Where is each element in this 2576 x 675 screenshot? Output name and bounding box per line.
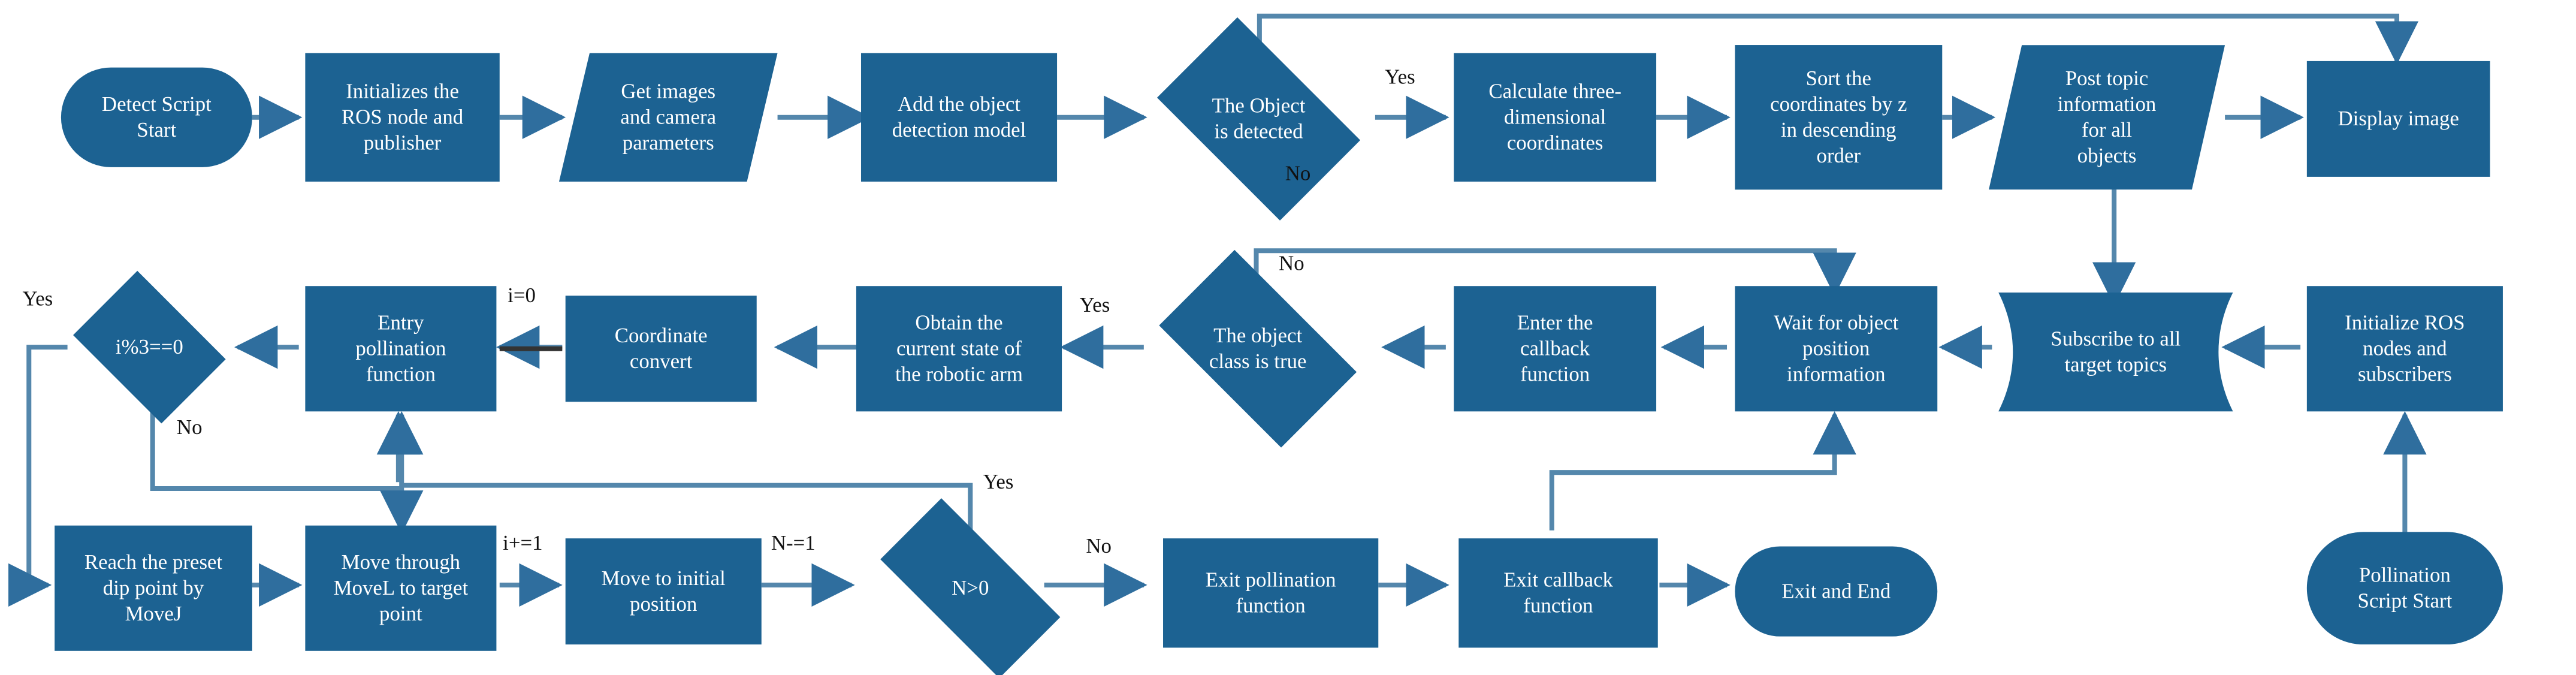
node-label: Calculate three- dimensional coordinates bbox=[1488, 79, 1621, 155]
node-label: Sort the coordinates by z in descending … bbox=[1770, 66, 1907, 167]
node-label: The object class is true bbox=[1209, 323, 1307, 373]
connector-layer bbox=[8, 13, 2427, 607]
node-init-ros-nodes-subscribers[interactable]: Initialize ROS nodes and subscribers bbox=[2306, 286, 2503, 412]
node-move-initial-position[interactable]: Move to initial position bbox=[565, 538, 762, 645]
node-label: Wait for object position information bbox=[1774, 310, 1899, 386]
node-label: Subscribe to all target topics bbox=[2050, 326, 2181, 376]
node-detect-script-start[interactable]: Detect Script Start bbox=[61, 67, 252, 167]
node-label: Add the object detection model bbox=[892, 92, 1026, 141]
node-label: Initialize ROS nodes and subscribers bbox=[2345, 310, 2465, 386]
node-init-ros-node-publisher[interactable]: Initializes the ROS node and publisher bbox=[305, 53, 500, 182]
node-label: Reach the preset dip point by MoveJ bbox=[84, 550, 223, 625]
node-i-mod-3[interactable]: i%3==0 bbox=[61, 270, 238, 424]
node-label: Exit and End bbox=[1781, 578, 1891, 603]
edge-label-class-true-no: No bbox=[1279, 251, 1304, 275]
node-label: The Object is detected bbox=[1212, 93, 1306, 143]
node-label: Display image bbox=[2338, 106, 2459, 131]
node-object-is-detected[interactable]: The Object is detected bbox=[1136, 17, 1381, 221]
edge-label-class-true-yes: Yes bbox=[1079, 292, 1110, 317]
document-shape bbox=[1998, 292, 2233, 412]
node-display-image[interactable]: Display image bbox=[2306, 61, 2490, 177]
node-move-movel-target[interactable]: Move through MoveL to target point bbox=[305, 525, 497, 651]
edge-label-n-minus-equals-one: N-=1 bbox=[771, 530, 816, 555]
node-label: Move to initial position bbox=[601, 566, 726, 616]
node-label: Get images and camera parameters bbox=[620, 79, 717, 155]
edge-label-n-no: No bbox=[1086, 534, 1112, 558]
node-exit-callback-function[interactable]: Exit callback function bbox=[1458, 538, 1658, 648]
node-calculate-3d-coordinates[interactable]: Calculate three- dimensional coordinates bbox=[1454, 53, 1657, 182]
node-label: Detect Script Start bbox=[101, 92, 212, 141]
node-entry-pollination-function[interactable]: Entry pollination function bbox=[305, 286, 497, 412]
node-sort-coordinates-z[interactable]: Sort the coordinates by z in descending … bbox=[1735, 45, 1943, 190]
node-obtain-arm-state[interactable]: Obtain the current state of the robotic … bbox=[856, 286, 1062, 412]
node-label: Entry pollination function bbox=[355, 310, 446, 386]
node-exit-and-end[interactable]: Exit and End bbox=[1735, 546, 1938, 637]
node-enter-callback-function[interactable]: Enter the callback function bbox=[1454, 286, 1657, 412]
edge-label-imod3-no: No bbox=[176, 414, 203, 439]
node-n-greater-zero[interactable]: N>0 bbox=[851, 498, 1089, 675]
node-label: Pollination Script Start bbox=[2357, 562, 2453, 613]
node-label: Initializes the ROS node and publisher bbox=[341, 79, 464, 155]
node-label: Exit pollination function bbox=[1205, 567, 1336, 617]
node-label: Move through MoveL to target point bbox=[333, 550, 469, 625]
node-get-images-camera-params[interactable]: Get images and camera parameters bbox=[558, 53, 778, 182]
edge-label-detected-yes: Yes bbox=[1384, 64, 1415, 89]
edge-label-i-equals-zero: i=0 bbox=[508, 282, 536, 308]
node-exit-pollination-function[interactable]: Exit pollination function bbox=[1163, 538, 1379, 648]
node-reach-preset-dip-point[interactable]: Reach the preset dip point by MoveJ bbox=[55, 525, 252, 651]
node-coordinate-convert[interactable]: Coordinate convert bbox=[565, 296, 757, 402]
edge-label-i-plus-equals-one: i+=1 bbox=[503, 530, 543, 555]
node-label: Enter the callback function bbox=[1517, 310, 1593, 386]
edge-label-imod3-yes: Yes bbox=[22, 286, 53, 311]
node-post-topic-info[interactable]: Post topic information for all objects bbox=[1989, 45, 2225, 190]
flowchart-canvas: Detect Script Start Initializes the ROS … bbox=[8, 13, 2503, 675]
node-label: i%3==0 bbox=[115, 334, 183, 359]
node-subscribe-target-topics[interactable]: Subscribe to all target topics bbox=[1998, 292, 2233, 412]
node-wait-object-position[interactable]: Wait for object position information bbox=[1735, 286, 1938, 412]
node-object-class-is-true[interactable]: The object class is true bbox=[1136, 249, 1380, 448]
node-pollination-script-start[interactable]: Pollination Script Start bbox=[2306, 532, 2503, 645]
node-add-detection-model[interactable]: Add the object detection model bbox=[860, 53, 1058, 182]
node-label: Coordinate convert bbox=[614, 323, 708, 373]
edge-label-detected-no: No bbox=[1285, 161, 1311, 185]
node-label: Post topic information for all objects bbox=[2057, 66, 2157, 167]
node-label: Obtain the current state of the robotic … bbox=[895, 310, 1023, 386]
node-label: N>0 bbox=[952, 575, 989, 600]
edge-label-n-yes: Yes bbox=[983, 469, 1014, 494]
node-label: Exit callback function bbox=[1503, 567, 1613, 617]
